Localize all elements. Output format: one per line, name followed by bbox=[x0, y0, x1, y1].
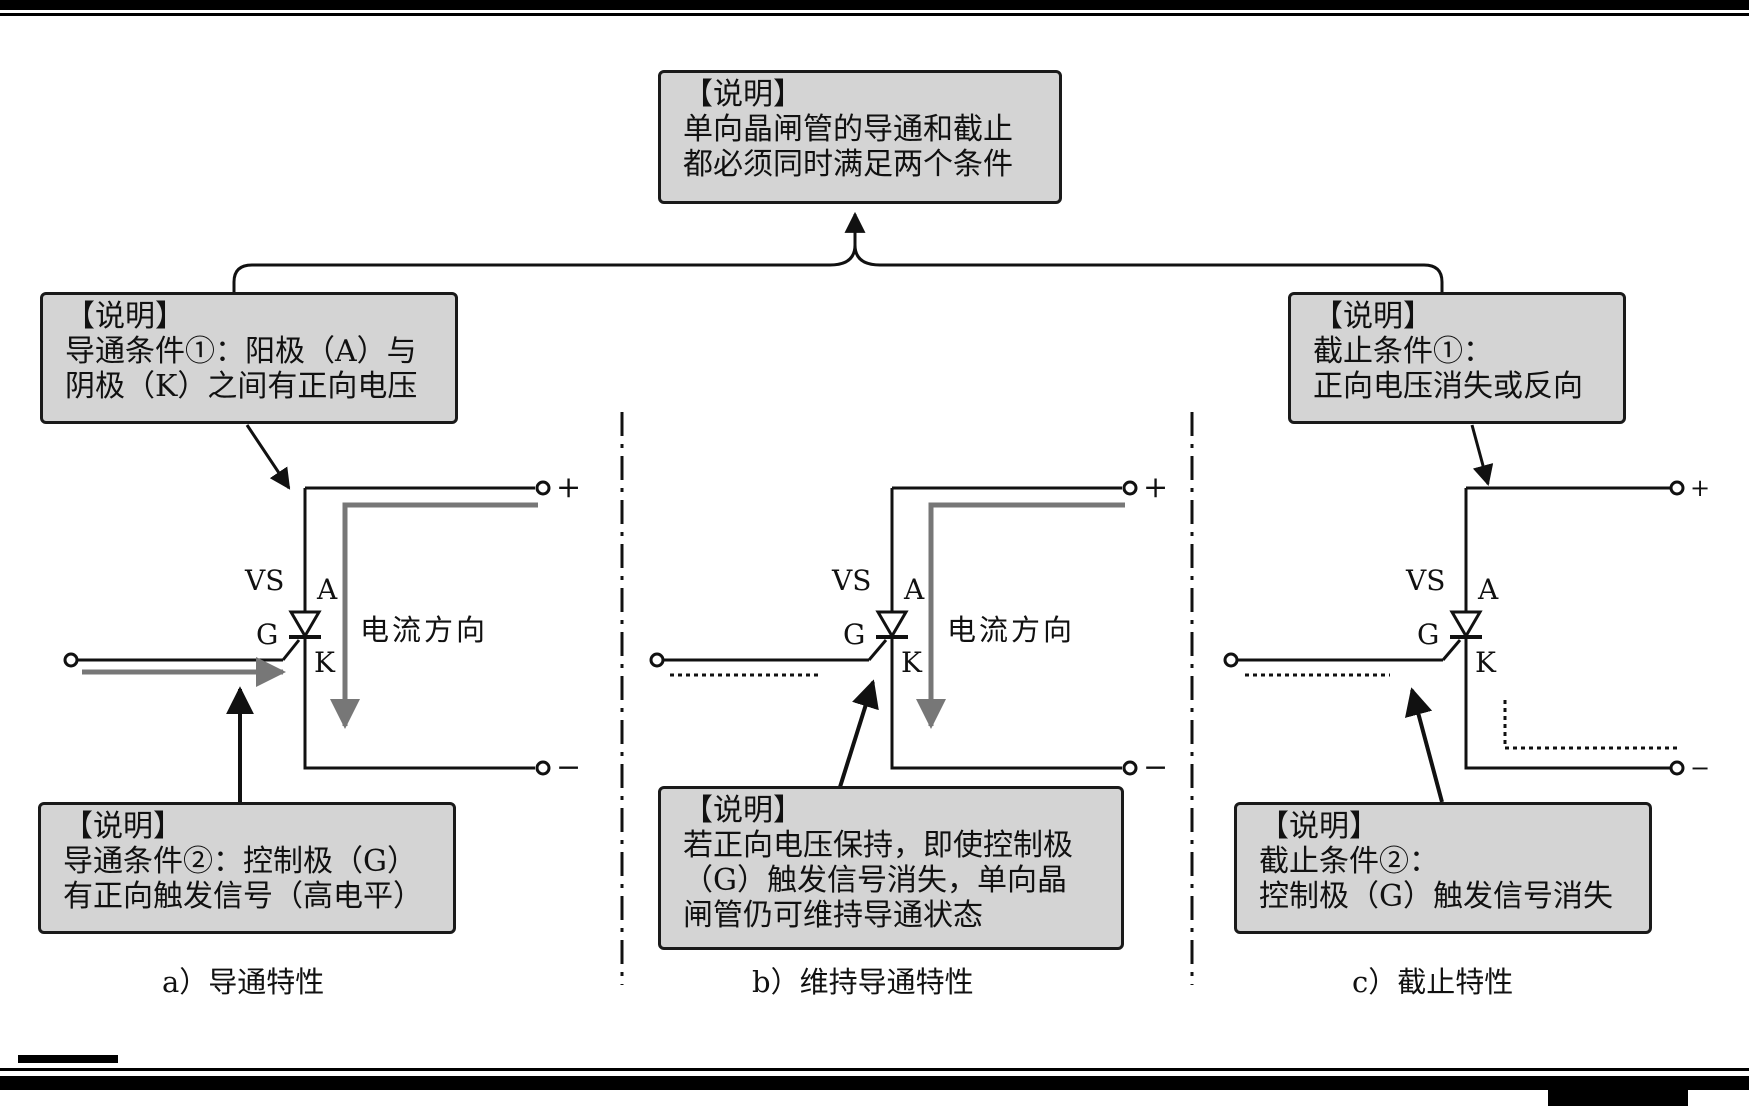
note-line: 导通条件②：控制极（G） bbox=[63, 844, 417, 879]
caption-b: b）维持导通特性 bbox=[752, 965, 974, 999]
pointer-upper-c bbox=[1470, 424, 1494, 487]
label-gate-c: G bbox=[1417, 618, 1440, 651]
pointer-lower-b bbox=[838, 679, 879, 788]
minus-terminal-a bbox=[535, 760, 551, 776]
note-panel-c-upper: 【说明】 截止条件①： 正向电压消失或反向 bbox=[1288, 292, 1626, 424]
note-panel-c-lower: 【说明】 截止条件②： 控制极（G）触发信号消失 bbox=[1234, 802, 1652, 934]
note-heading: 【说明】 bbox=[65, 299, 185, 334]
note-line: 单向晶闸管的导通和截止 bbox=[683, 112, 1013, 147]
plus-sign-b: + bbox=[1143, 470, 1169, 505]
label-anode-b: A bbox=[904, 573, 925, 606]
note-line: 闸管仍可维持导通状态 bbox=[683, 898, 983, 933]
label-gate-b: G bbox=[843, 618, 866, 651]
label-anode-a: A bbox=[317, 573, 338, 606]
plus-sign-a: + bbox=[556, 470, 582, 505]
current-direction-label-a: 电流方向 bbox=[360, 613, 489, 647]
plus-sign-c: + bbox=[1690, 474, 1711, 502]
note-panel-b-lower: 【说明】 若正向电压保持，即使控制极 （G）触发信号消失，单向晶 闸管仍可维持导… bbox=[658, 786, 1124, 950]
label-gate-a: G bbox=[256, 618, 279, 651]
note-top: 【说明】 单向晶闸管的导通和截止 都必须同时满足两个条件 bbox=[658, 70, 1062, 204]
note-line: （G）触发信号消失，单向晶 bbox=[683, 863, 1067, 898]
note-heading: 【说明】 bbox=[1313, 299, 1433, 334]
thyristor-a-icon bbox=[288, 610, 322, 639]
thyristor-c-icon bbox=[1449, 610, 1483, 639]
note-line: 控制极（G）触发信号消失 bbox=[1259, 879, 1613, 914]
label-anode-c: A bbox=[1478, 573, 1499, 606]
current-flow-arrow-b bbox=[916, 502, 1125, 729]
note-heading: 【说明】 bbox=[1259, 809, 1379, 844]
thyristor-b-icon bbox=[875, 610, 909, 639]
minus-sign-b: − bbox=[1143, 750, 1169, 785]
note-line: 阴极（K）之间有正向电压 bbox=[65, 369, 418, 404]
note-heading: 【说明】 bbox=[683, 77, 803, 112]
note-line: 导通条件①：阳极（A）与 bbox=[65, 334, 417, 369]
label-cathode-b: K bbox=[901, 646, 922, 679]
circuit-a bbox=[63, 424, 551, 804]
top-connector bbox=[232, 211, 1444, 292]
pointer-lower-c bbox=[1404, 687, 1444, 803]
note-line: 若正向电压保持，即使控制极 bbox=[683, 828, 1073, 863]
circuit-c bbox=[1223, 424, 1685, 803]
circuit-b bbox=[649, 480, 1138, 788]
anode-rail-a bbox=[303, 488, 535, 770]
caption-a: a）导通特性 bbox=[162, 965, 325, 999]
note-line: 截止条件②： bbox=[1259, 844, 1439, 879]
label-cathode-a: K bbox=[314, 646, 335, 679]
note-line: 有正向触发信号（高电平） bbox=[63, 879, 423, 914]
label-cathode-c: K bbox=[1475, 646, 1496, 679]
note-panel-a-lower: 【说明】 导通条件②：控制极（G） 有正向触发信号（高电平） bbox=[38, 802, 456, 934]
gate-terminal-a bbox=[63, 652, 79, 668]
current-flow-arrow-a bbox=[330, 502, 538, 729]
minus-sign-a: − bbox=[556, 750, 582, 785]
caption-c: c）截止特性 bbox=[1352, 965, 1514, 999]
note-heading: 【说明】 bbox=[683, 793, 803, 828]
plus-terminal-a bbox=[535, 480, 551, 496]
pointer-upper-a bbox=[245, 424, 291, 490]
label-vs-c: VS bbox=[1406, 564, 1446, 597]
note-heading: 【说明】 bbox=[63, 809, 183, 844]
panel-separators bbox=[620, 412, 1194, 985]
label-vs-b: VS bbox=[832, 564, 872, 597]
label-vs-a: VS bbox=[245, 564, 285, 597]
voltage-removed-dotted-c bbox=[1503, 700, 1680, 750]
note-line: 截止条件①： bbox=[1313, 334, 1493, 369]
minus-sign-c: − bbox=[1690, 754, 1711, 782]
note-panel-a-upper: 【说明】 导通条件①：阳极（A）与 阴极（K）之间有正向电压 bbox=[40, 292, 458, 424]
note-line: 正向电压消失或反向 bbox=[1313, 369, 1583, 404]
current-direction-label-b: 电流方向 bbox=[947, 613, 1076, 647]
note-line: 都必须同时满足两个条件 bbox=[683, 147, 1013, 182]
